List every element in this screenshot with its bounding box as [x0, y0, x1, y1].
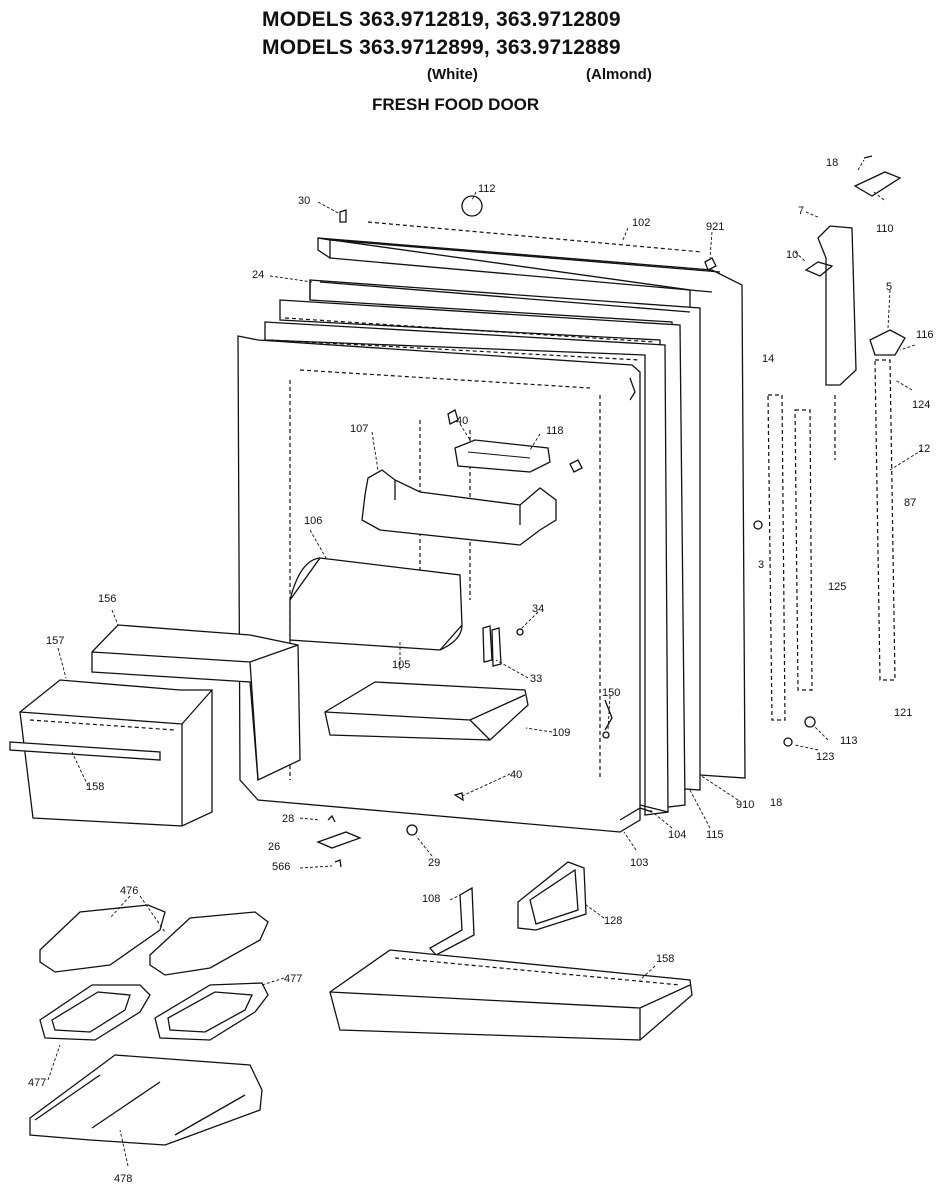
color-white-label: (White)	[427, 66, 478, 83]
label-566: 566	[272, 861, 290, 873]
label-110: 110	[876, 223, 894, 235]
label-24: 24	[252, 269, 264, 281]
label-921: 921	[706, 221, 724, 233]
label-109: 109	[552, 727, 570, 739]
label-477-left: 477	[28, 1077, 46, 1089]
label-118: 118	[546, 425, 564, 437]
part-109-pan	[324, 681, 529, 741]
section-title: FRESH FOOD DOOR	[372, 95, 540, 114]
label-40-top: 40	[456, 415, 468, 427]
label-113: 113	[840, 735, 858, 747]
part-128-frame	[517, 861, 587, 931]
color-almond-label: (Almond)	[586, 66, 652, 83]
label-125: 125	[828, 581, 846, 593]
label-30: 30	[298, 195, 310, 207]
label-34: 34	[532, 603, 544, 615]
part-118-bracket	[447, 409, 583, 473]
label-157: 157	[46, 635, 64, 647]
leaders	[47, 159, 923, 1167]
label-477-right: 477	[284, 973, 302, 985]
part-158-handle	[9, 741, 161, 761]
label-123: 123	[816, 751, 834, 763]
part-106-cover	[289, 557, 463, 651]
part-156-cover	[91, 624, 301, 781]
label-156: 156	[98, 593, 116, 605]
label-40-bottom: 40	[510, 769, 522, 781]
models-line-1: MODELS 363.9712819, 363.9712809	[262, 8, 621, 31]
label-104: 104	[668, 829, 686, 841]
part-476-covers	[39, 904, 269, 976]
label-108: 108	[422, 893, 440, 905]
label-7: 7	[798, 205, 804, 217]
label-87: 87	[904, 497, 916, 509]
part-477-trays	[39, 982, 269, 1041]
part-40b-screw	[453, 792, 464, 802]
label-112: 112	[478, 183, 496, 195]
label-29: 29	[428, 857, 440, 869]
hinge-parts	[316, 814, 418, 868]
label-26: 26	[268, 841, 280, 853]
label-103: 103	[630, 857, 648, 869]
label-105: 105	[392, 659, 410, 671]
part-5-cap	[869, 329, 906, 356]
label-910: 910	[736, 799, 754, 811]
part-158-bin	[329, 949, 693, 1041]
label-107: 107	[350, 423, 368, 435]
label-158-bin: 158	[656, 953, 674, 965]
label-12: 12	[918, 443, 930, 455]
label-128: 128	[604, 915, 622, 927]
small-parts-top	[339, 195, 717, 271]
label-478: 478	[114, 1173, 132, 1185]
label-18-top: 18	[826, 157, 838, 169]
part-14-trim	[753, 359, 896, 747]
part-150-plug	[602, 731, 610, 739]
diagram-header: MODELS 363.9712819, 363.9712809 MODELS 3…	[0, 0, 951, 125]
label-3: 3	[758, 559, 764, 571]
part-478-shelf	[29, 1054, 263, 1146]
label-116: 116	[916, 329, 934, 341]
part-labels: 30 112 102 921 18 110 7 10 24 5 116 14 1…	[28, 157, 934, 1185]
label-14: 14	[762, 353, 774, 365]
part-110-hinge-pin	[853, 155, 902, 197]
label-158-drawer: 158	[86, 781, 104, 793]
label-28: 28	[282, 813, 294, 825]
label-18-bottom: 18	[770, 797, 782, 809]
label-106: 106	[304, 515, 322, 527]
part-107-shelf	[361, 469, 557, 546]
label-5: 5	[886, 281, 892, 293]
label-33: 33	[530, 673, 542, 685]
label-115: 115	[706, 829, 724, 841]
label-124: 124	[912, 399, 930, 411]
label-102: 102	[632, 217, 650, 229]
models-line-2: MODELS 363.9712899, 363.9712889	[262, 36, 621, 59]
label-150: 150	[602, 687, 620, 699]
label-476: 476	[120, 885, 138, 897]
part-33-clip	[482, 625, 524, 667]
label-10: 10	[786, 249, 798, 261]
part-7-hinge-cover	[804, 225, 857, 460]
label-121: 121	[894, 707, 912, 719]
